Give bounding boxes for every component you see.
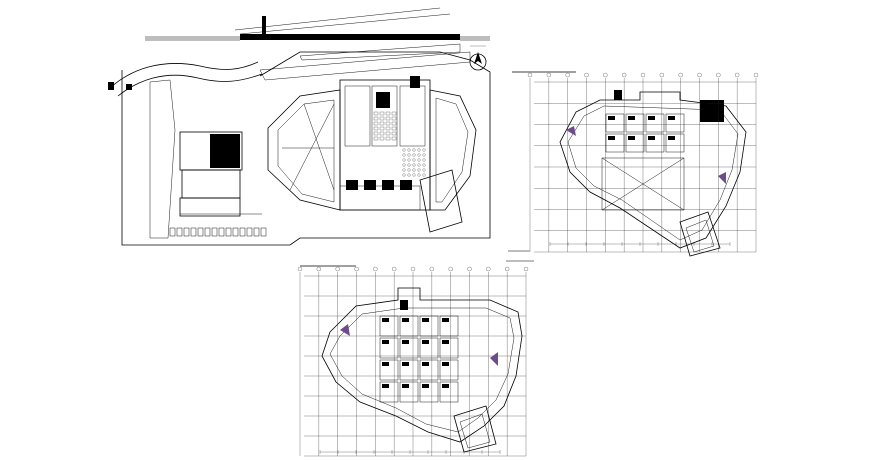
road — [145, 7, 490, 41]
landscape-strip — [149, 43, 471, 239]
floor-plan-b — [297, 260, 534, 457]
site-boundary — [121, 51, 491, 246]
access-road — [109, 61, 259, 89]
parking-row — [169, 227, 267, 237]
annex-building — [179, 131, 262, 217]
floor-plan-a — [508, 71, 759, 257]
floor-plan-a-outline — [559, 91, 747, 249]
north-arrow-icon — [469, 45, 487, 71]
site-plan — [108, 7, 491, 246]
main-building-site — [267, 76, 477, 233]
floor-plan-b-outline — [321, 287, 523, 443]
